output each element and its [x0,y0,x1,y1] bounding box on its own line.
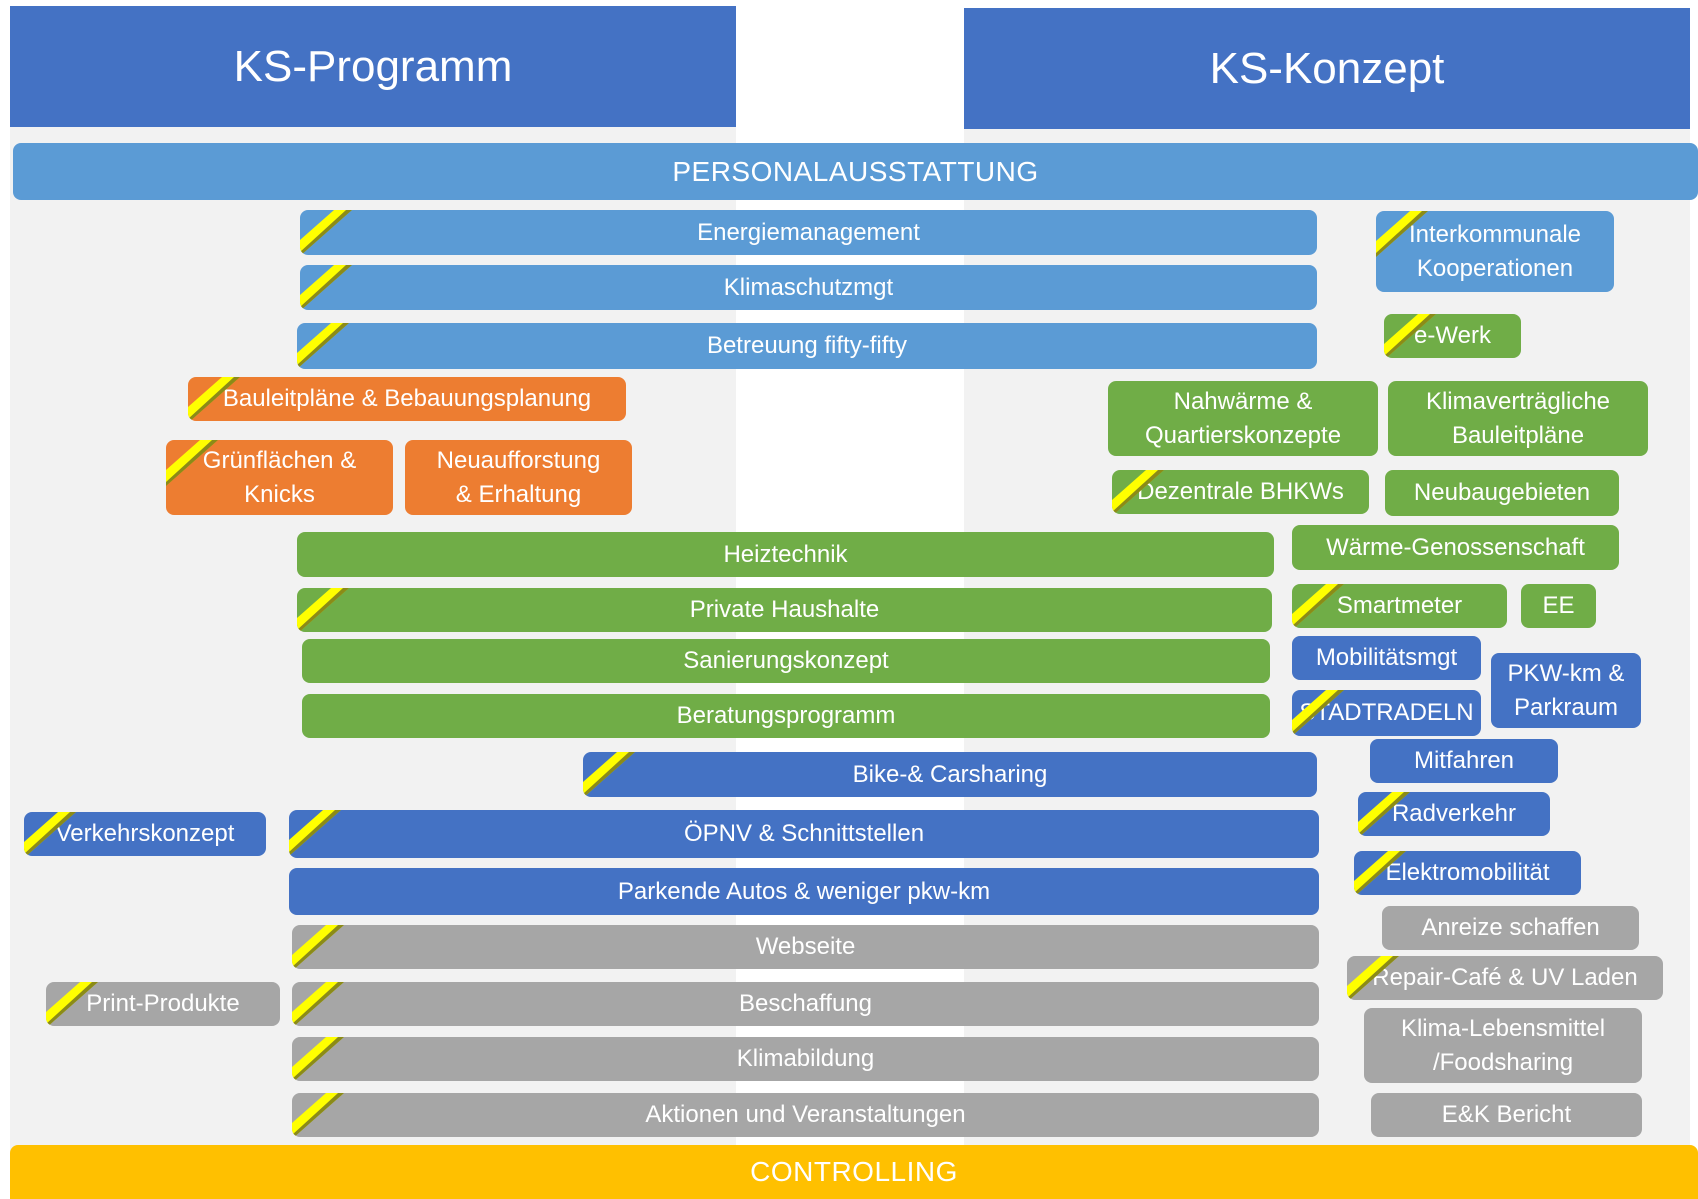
item-label: Mobilitätsmgt [1315,644,1458,671]
item-label: Grünflächen & Knicks [202,446,357,508]
priority-flag-icon [292,925,344,969]
item-label: Bauleitpläne & Bebauungsplanung [222,385,592,412]
item-label: Klimabildung [736,1045,875,1072]
box-energiemanagement: Energiemanagement [300,210,1317,255]
box-print-produkte: Print-Produkte [46,982,280,1026]
box-klima-lebensmittel: Klima-Lebensmittel /Foodsharing [1364,1008,1642,1083]
item-label: ÖPNV & Schnittstellen [683,820,925,847]
box-mobilitaetsmgt: Mobilitätsmgt [1292,636,1481,680]
box-anreize-schaffen: Anreize schaffen [1382,906,1639,950]
box-neuaufforstung: Neuaufforstung & Erhaltung [405,440,632,515]
item-label: Verkehrskonzept [55,820,235,847]
item-label: e-Werk [1414,322,1491,349]
box-klimabildung: Klimabildung [292,1037,1319,1081]
box-betreuung-fifty-fifty: Betreuung fifty-fifty [297,323,1317,369]
box-interkommunale-kooperationen: Interkommunale Kooperationen [1376,211,1614,292]
box-mitfahren: Mitfahren [1370,739,1558,783]
item-label: Energiemanagement [697,218,920,246]
box-repair-cafe: Repair-Café & UV Laden [1347,956,1663,1000]
item-label: Sanierungskonzept [683,647,889,674]
item-label: Nahwärme & Quartierskonzepte [1144,387,1342,449]
priority-flag-icon [292,1093,344,1137]
box-smartmeter: Smartmeter [1292,584,1507,628]
box-ek-bericht: E&K Bericht [1371,1093,1642,1137]
item-label: Neubaugebieten [1413,479,1591,506]
priority-flag-icon [300,210,352,255]
item-label: Radverkehr [1391,800,1517,827]
box-nahwaerme: Nahwärme & Quartierskonzepte [1108,381,1378,456]
item-label: Anreize schaffen [1421,914,1600,941]
item-label: Heiztechnik [723,540,848,568]
item-label: Dezentrale BHKWs [1137,478,1344,505]
priority-flag-icon [292,1037,344,1081]
box-beratungsprogramm: Beratungsprogramm [302,694,1270,738]
item-label: Elektromobilität [1385,859,1550,886]
item-label: Smartmeter [1336,592,1463,619]
priority-flag-icon [297,588,349,632]
header-ks-konzept: KS-Konzept [964,8,1690,129]
box-elektromobilitaet: Elektromobilität [1354,851,1581,895]
box-oepnv-schnittstellen: ÖPNV & Schnittstellen [289,810,1319,858]
priority-flag-icon [297,323,349,369]
box-waerme-genossenschaft: Wärme-Genossenschaft [1292,525,1619,570]
item-label: Wärme-Genossenschaft [1326,533,1585,561]
item-label: Neuaufforstung & Erhaltung [436,446,601,508]
priority-flag-icon [583,752,635,797]
box-ee: EE [1521,584,1596,628]
item-label: Aktionen und Veranstaltungen [645,1101,966,1128]
box-bike-carsharing: Bike-& Carsharing [583,752,1317,797]
priority-flag-icon [300,265,352,310]
box-beschaffung: Beschaffung [292,982,1319,1026]
box-verkehrskonzept: Verkehrskonzept [24,812,266,856]
box-parkende-autos: Parkende Autos & weniger pkw-km [289,868,1319,915]
box-klimavertraegliche-bauleitplaene: Klimaverträgliche Bauleitpläne [1388,381,1648,456]
box-pkw-km-parkraum: PKW-km & Parkraum [1491,653,1641,728]
item-label: Parkende Autos & weniger pkw-km [617,877,991,905]
item-label: Klimaverträgliche Bauleitpläne [1425,387,1611,449]
item-label: E&K Bericht [1441,1101,1572,1128]
box-bauleitplaene: Bauleitpläne & Bebauungsplanung [188,377,626,421]
item-label: Webseite [755,933,856,960]
item-label: Betreuung fifty-fifty [706,332,908,359]
box-aktionen-veranstaltungen: Aktionen und Veranstaltungen [292,1093,1319,1137]
priority-flag-icon [292,982,344,1026]
box-dezentrale-bhkws: Dezentrale BHKWs [1112,470,1369,514]
item-label: Bike-& Carsharing [852,760,1048,788]
header-ks-programm: KS-Programm [10,6,736,127]
band-personalausstattung: PERSONALAUSSTATTUNG [13,143,1698,200]
priority-flag-icon [289,810,341,856]
item-label: Beratungsprogramm [676,702,896,729]
item-label: Beschaffung [739,990,872,1017]
band-controlling: CONTROLLING [10,1145,1698,1199]
item-label: Repair-Café & UV Laden [1372,964,1638,991]
box-webseite: Webseite [292,925,1319,969]
box-klimaschutzmgt: Klimaschutzmgt [300,265,1317,310]
box-heiztechnik: Heiztechnik [297,532,1274,577]
item-label: Klima-Lebensmittel /Foodsharing [1400,1014,1606,1076]
item-label: Interkommunale Kooperationen [1408,220,1582,282]
box-gruenflaechen-knicks: Grünflächen & Knicks [166,440,393,515]
item-label: Mitfahren [1413,747,1515,774]
item-label: Private Haushalte [689,596,880,623]
box-stadtradeln: STADTRADELN [1292,690,1481,736]
item-label: Klimaschutzmgt [723,273,894,301]
item-label: PKW-km & Parkraum [1507,659,1625,721]
box-private-haushalte: Private Haushalte [297,588,1272,632]
box-e-werk: e-Werk [1384,314,1521,358]
box-radverkehr: Radverkehr [1358,792,1550,836]
item-label: Print-Produkte [86,990,240,1017]
item-label: EE [1542,592,1575,619]
item-label: STADTRADELN [1299,699,1474,726]
box-neubaugebieten: Neubaugebieten [1385,470,1619,516]
box-sanierungskonzept: Sanierungskonzept [302,639,1270,683]
